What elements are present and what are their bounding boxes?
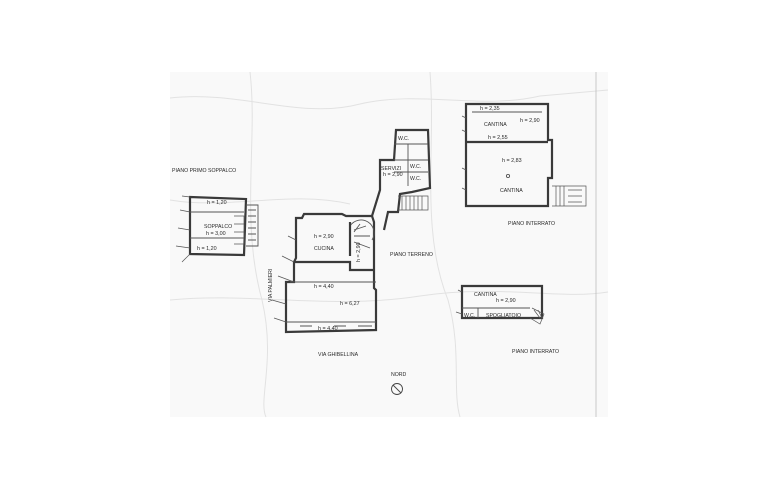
cucina-height: h = 2,90 bbox=[314, 234, 334, 240]
soppalco-outline bbox=[188, 195, 248, 257]
compass-needle bbox=[392, 384, 402, 394]
interrato-2-spogliatoio: SPOGLIATOIO bbox=[486, 313, 521, 319]
stair-height: h = 2,90 bbox=[356, 242, 362, 262]
terreno-rear-stair bbox=[398, 195, 429, 211]
soppalco-height-top: h = 1,20 bbox=[207, 200, 227, 206]
interrato-2-partitions bbox=[462, 307, 530, 318]
terreno-spiral-stair bbox=[349, 219, 375, 249]
title-primo-soppalco: PIANO PRIMO SOPPALCO bbox=[172, 168, 236, 174]
terreno-height-main: h = 6,27 bbox=[340, 301, 360, 307]
interrato-2-wall-ticks bbox=[455, 289, 463, 315]
paper bbox=[170, 72, 608, 417]
interrato-1-cantina-top: CANTINA bbox=[484, 122, 507, 128]
wc-label-1: W.C. bbox=[398, 136, 409, 142]
interrato-1-cantina-main: CANTINA bbox=[500, 188, 523, 194]
terreno-height-lower: h = 4,40 bbox=[318, 326, 338, 332]
interrato-1-height-top: h = 2,35 bbox=[480, 106, 500, 112]
interrato-1-height-right: h = 2,90 bbox=[520, 118, 540, 124]
soppalco-inner-stair bbox=[234, 215, 245, 245]
interrato-2-wc: W.C. bbox=[464, 313, 475, 319]
servizi-label: SERVIZI bbox=[381, 166, 401, 172]
compass-circle bbox=[391, 383, 403, 395]
cucina-label: CUCINA bbox=[314, 246, 334, 252]
plan-interrato-1: h = 2,35 CANTINA h = 2,90 h = 2,55 h = 2… bbox=[461, 102, 587, 227]
interrato-1-height-cantina: h = 2,83 bbox=[502, 158, 522, 164]
plan-piano-terreno: h = 2,90 CUCINA h = 2,90 h = 4,40 h = 6,… bbox=[268, 128, 433, 358]
street-via-palmieri: VIA PALMIERI bbox=[268, 269, 274, 302]
servizi-partitions bbox=[394, 143, 428, 186]
interrato-2-height: h = 2,90 bbox=[496, 298, 516, 304]
terreno-height-upper: h = 4,40 bbox=[314, 284, 334, 290]
terreno-main-outline bbox=[284, 212, 378, 334]
soppalco-height-bottom: h = 1,20 bbox=[197, 246, 217, 252]
wc-label-3: W.C. bbox=[410, 176, 421, 182]
interrato-1-stair bbox=[552, 185, 587, 207]
interrato-2-stair bbox=[529, 307, 545, 325]
paper-creases bbox=[169, 71, 609, 418]
terreno-wall-ticks bbox=[271, 235, 297, 323]
soppalco-stair bbox=[246, 204, 259, 247]
soppalco-wall-hatch bbox=[175, 195, 191, 263]
title-interrato-2: PIANO INTERRATO bbox=[512, 349, 559, 355]
interrato-1-height-lower-top: h = 2,55 bbox=[488, 135, 508, 141]
title-piano-terreno: PIANO TERRENO bbox=[390, 252, 433, 258]
interrato-1-drain bbox=[505, 173, 511, 179]
compass-label: NORD bbox=[391, 372, 407, 378]
plan-interrato-2: CANTINA h = 2,90 W.C. SPOGLIATOIO PIANO … bbox=[455, 284, 559, 355]
wc-label-2: W.C. bbox=[410, 164, 421, 170]
street-via-ghibellina: VIA GHIBELLINA bbox=[318, 352, 359, 358]
interrato-1-wall-ticks bbox=[461, 115, 467, 191]
interrato-2-cantina: CANTINA bbox=[474, 292, 497, 298]
north-compass: NORD bbox=[391, 372, 407, 395]
servizi-height: h = 2,90 bbox=[383, 172, 403, 178]
interrato-1-outline bbox=[464, 102, 554, 208]
soppalco-room-label: SOPPALCO bbox=[204, 224, 232, 230]
plan-primo-soppalco: PIANO PRIMO SOPPALCO h = 1,20 SOPPALCO h… bbox=[172, 168, 259, 263]
terreno-corridor-outline bbox=[370, 128, 432, 231]
cucina-divider bbox=[294, 260, 374, 272]
title-interrato-1: PIANO INTERRATO bbox=[508, 221, 555, 227]
soppalco-height-mid: h = 3,00 bbox=[206, 231, 226, 237]
